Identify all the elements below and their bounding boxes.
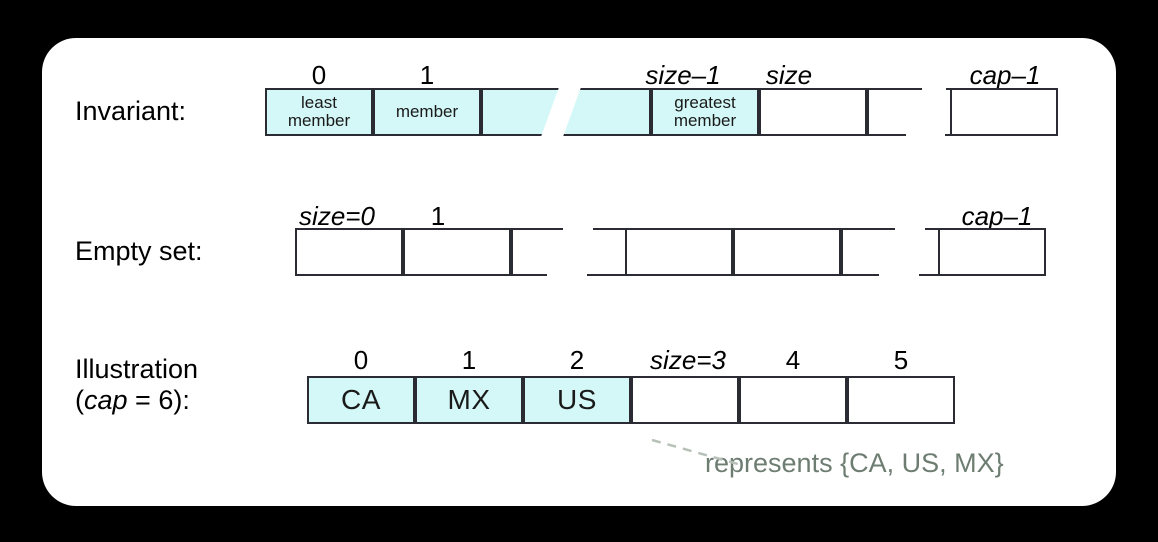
array-gap-mask-invariant-top	[922, 82, 946, 90]
index-label-empty-1: 1	[430, 201, 446, 231]
index-label-invariant-size-minus-1: size–1	[645, 60, 721, 90]
array-cell-empty-cap-minus-1	[938, 228, 1046, 276]
array-cell-invariant-size-minus-1-text: greatest member	[673, 92, 737, 130]
index-label-illustration-2: 2	[569, 345, 585, 375]
array-gap-mask-empty-a-bottom	[547, 272, 581, 281]
array-cell-invariant-2	[481, 88, 561, 136]
array-cell-illustration-2: US	[523, 376, 631, 424]
row-label-invariant: Invariant:	[75, 96, 187, 126]
array-cell-illustration-3	[631, 376, 739, 424]
illustration-cap-value: = 6):	[127, 385, 190, 416]
array-cell-invariant-size-minus-1: greatest member	[651, 88, 759, 136]
index-label-invariant-0: 0	[311, 60, 327, 90]
array-cell-illustration-1-text: MX	[447, 384, 491, 415]
index-label-illustration-5: 5	[893, 345, 909, 375]
row-label-illustration-line2: (cap = 6):	[75, 385, 198, 416]
row-label-illustration-line1: Illustration	[75, 354, 199, 384]
array-cell-empty-2	[625, 228, 733, 276]
array-cell-illustration-0: CA	[307, 376, 415, 424]
array-cell-empty-stub-left-a	[511, 228, 571, 276]
array-cell-invariant-size	[759, 88, 867, 136]
illustration-paren-open: (	[75, 385, 84, 416]
index-label-illustration-4: 4	[785, 345, 801, 375]
array-cell-invariant-0: least member	[265, 88, 373, 136]
index-label-invariant-size: size	[765, 60, 813, 90]
index-label-empty-size-0: size=0	[299, 201, 375, 231]
array-cell-illustration-2-text: US	[557, 384, 597, 415]
caption-text: represents {CA, US, MX}	[705, 448, 1004, 478]
array-gap-mask-empty-a-top	[563, 222, 593, 230]
row-label-empty-set: Empty set:	[75, 236, 203, 266]
index-label-empty-cap-minus-1: cap–1	[961, 201, 1033, 231]
array-cell-invariant-cap-minus-1	[950, 88, 1058, 136]
index-label-illustration-0: 0	[353, 345, 369, 375]
row-label-illustration: Illustration (cap = 6):	[75, 354, 198, 417]
diagram-card: Invariant: 0 1 size–1 size cap–1 least m…	[42, 38, 1116, 506]
array-cell-invariant-0-text: least member	[287, 92, 351, 130]
array-gap-mask-empty-b-bottom	[879, 272, 915, 281]
array-cell-empty-1	[403, 228, 511, 276]
array-cell-empty-0	[295, 228, 403, 276]
array-gap-mask-invariant-bottom	[906, 132, 942, 141]
array-cell-illustration-5	[847, 376, 955, 424]
caption-leader-dashed-line	[651, 438, 739, 466]
illustration-cap-word: cap	[84, 385, 128, 416]
index-label-invariant-cap-minus-1: cap–1	[969, 60, 1041, 90]
index-label-invariant-1: 1	[419, 60, 435, 90]
array-cell-invariant-stub-left	[867, 88, 929, 136]
array-cell-illustration-4	[739, 376, 847, 424]
array-cell-invariant-1-text: member	[395, 101, 459, 121]
array-cell-illustration-1: MX	[415, 376, 523, 424]
array-cell-empty-3	[733, 228, 841, 276]
array-cell-illustration-0-text: CA	[341, 384, 381, 415]
array-cell-invariant-1: member	[373, 88, 481, 136]
index-label-illustration-1: 1	[461, 345, 477, 375]
array-cell-empty-stub-left-b	[841, 228, 903, 276]
array-gap-mask-empty-b-top	[895, 222, 925, 230]
index-label-illustration-size-3: size=3	[650, 345, 726, 375]
